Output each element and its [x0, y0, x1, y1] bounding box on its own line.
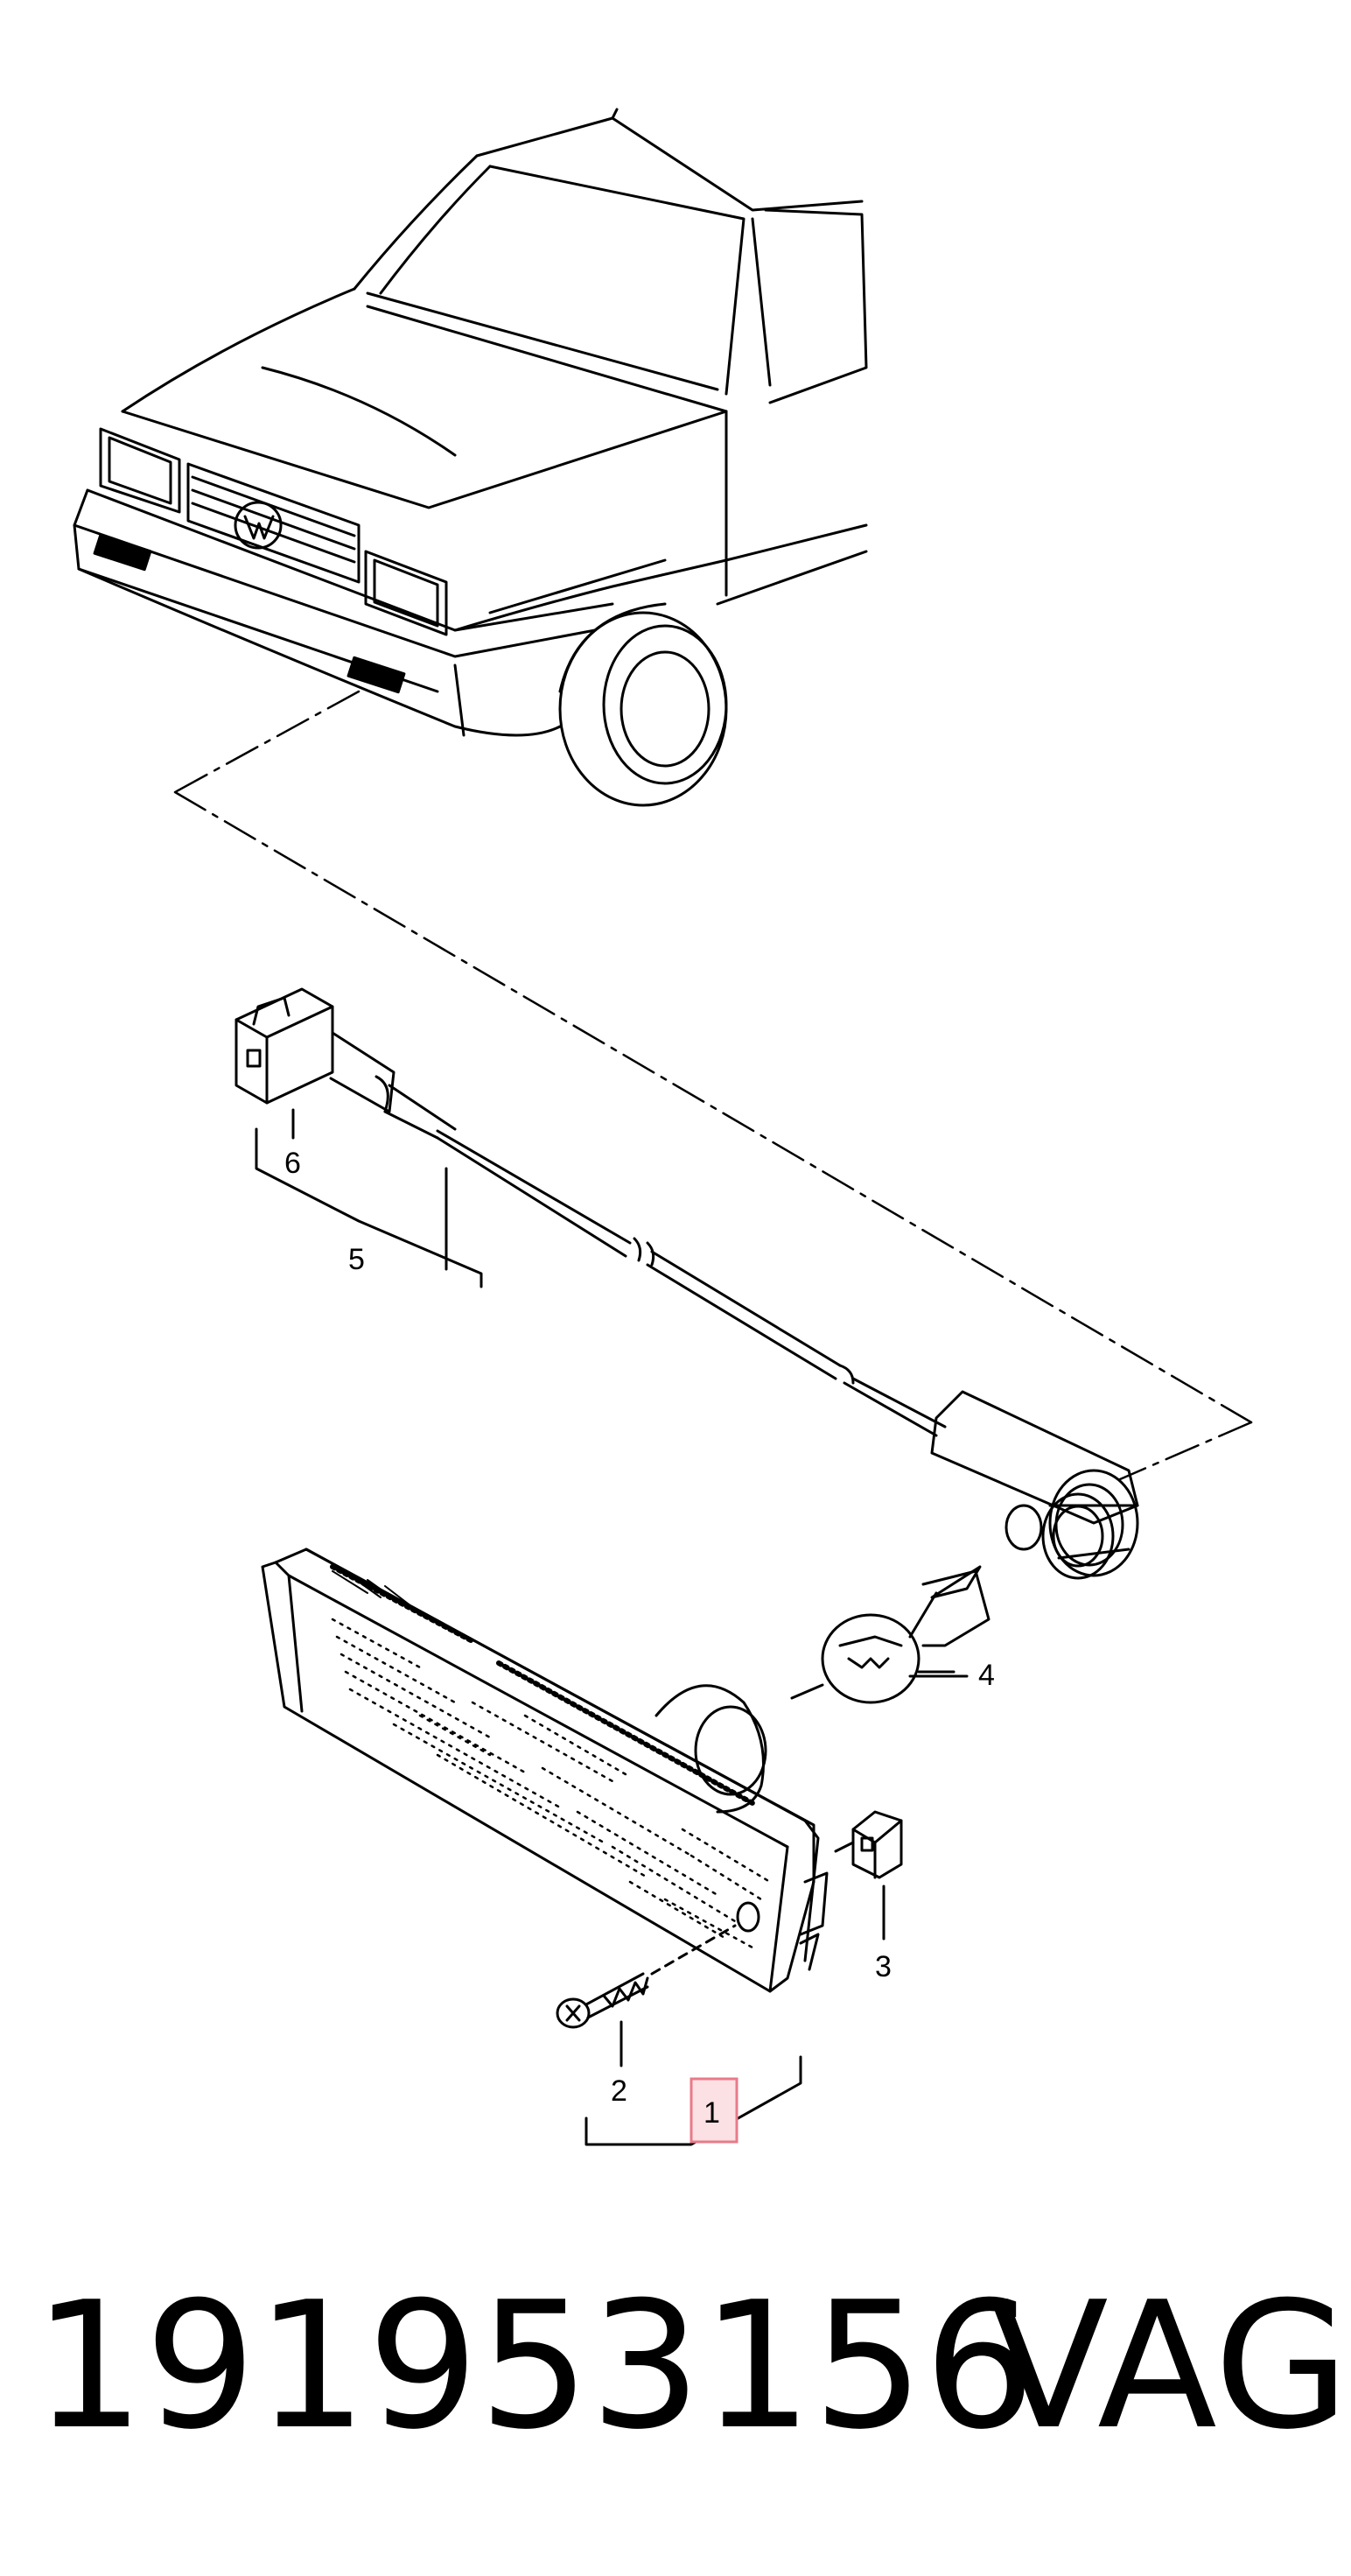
car-illustration — [73, 108, 868, 807]
callout-4[interactable]: 4 — [978, 1659, 995, 1692]
bulb — [790, 1565, 990, 1704]
callout-leaders — [584, 1674, 969, 2146]
part-number: 191953156 — [33, 2264, 1035, 2468]
callout-1[interactable]: 1 — [704, 2096, 720, 2130]
callout-3[interactable]: 3 — [875, 1950, 892, 1983]
callout-2[interactable]: 2 — [611, 2074, 627, 2108]
callout-highlight — [690, 2077, 738, 2144]
callout-6[interactable]: 6 — [284, 1147, 301, 1180]
screw — [556, 1924, 737, 2067]
callout-5[interactable]: 5 — [348, 1243, 365, 1276]
wiring-harness — [234, 987, 1139, 1580]
turn-signal-lens — [261, 1548, 829, 1993]
brand-label: VAG — [989, 2264, 1349, 2468]
clip-nut — [834, 1810, 903, 1941]
guide-lines — [173, 690, 1253, 1481]
